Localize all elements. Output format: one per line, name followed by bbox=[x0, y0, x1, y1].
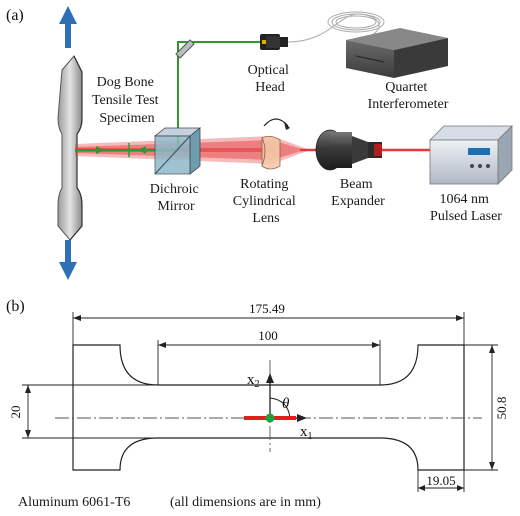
fiber-coil-icon bbox=[287, 11, 385, 51]
quartet-interferometer-icon bbox=[346, 28, 448, 78]
dim-gauge-length bbox=[157, 340, 381, 385]
axis-x1-label: x1 bbox=[300, 424, 313, 442]
axis-x2-letter: x bbox=[247, 372, 255, 388]
dim-gauge-width-value: 20 bbox=[8, 406, 23, 419]
panel-a-label: (a) bbox=[6, 7, 24, 24]
lens-label-line-3: Lens bbox=[252, 211, 279, 226]
upward-load-arrow-icon bbox=[59, 6, 77, 48]
specimen-label-line-3: Specimen bbox=[99, 111, 154, 126]
axis-x2-label: x2 bbox=[247, 372, 260, 390]
optical-head-label-line-1: Optical bbox=[248, 63, 289, 78]
beam-expander-label: Beam Expander bbox=[331, 177, 385, 209]
optical-head-label: Optical Head bbox=[248, 63, 293, 95]
specimen-label: Dog Bone Tensile Test Specimen bbox=[92, 75, 162, 126]
beam-expander-icon bbox=[315, 129, 382, 171]
interferometer-label-line-2: Interferometer bbox=[368, 97, 449, 112]
expander-label-line-1: Beam bbox=[340, 177, 373, 192]
interferometer-label-line-1: Quartet bbox=[385, 80, 427, 95]
lens-label-line-2: Cylindrical bbox=[233, 194, 296, 209]
panel-b-label: (b) bbox=[6, 298, 25, 315]
specimen-label-line-1: Dog Bone bbox=[97, 75, 154, 90]
dichroic-mirror-label: Dichroic Mirror bbox=[150, 182, 202, 214]
rotation-arrowhead-icon bbox=[284, 122, 290, 130]
laser-label-line-2: Pulsed Laser bbox=[430, 209, 502, 224]
specimen-label-line-2: Tensile Test bbox=[92, 93, 159, 108]
angle-theta-label: θ bbox=[282, 396, 290, 412]
specimen-drawing bbox=[72, 344, 465, 471]
dim-grip-length bbox=[417, 470, 465, 492]
dim-grip-length-value: 19.05 bbox=[426, 473, 455, 488]
rotation-arrow-icon bbox=[263, 118, 289, 127]
fold-mirror-icon bbox=[175, 39, 195, 59]
dim-width bbox=[464, 344, 498, 471]
dog-bone-specimen bbox=[57, 55, 83, 241]
dichroic-mirror-icon bbox=[153, 127, 202, 175]
dim-width-value: 50.8 bbox=[494, 397, 509, 420]
pulsed-laser-icon bbox=[429, 125, 513, 185]
units-note: (all dimensions are in mm) bbox=[170, 495, 321, 510]
measurement-point-marker bbox=[265, 413, 275, 423]
probe-beam bbox=[75, 41, 266, 157]
axis-x1-letter: x bbox=[300, 424, 308, 440]
dim-gauge-length-value: 100 bbox=[258, 328, 278, 343]
axis-x1-subscript: 1 bbox=[308, 431, 313, 442]
cylindrical-lens-icon bbox=[261, 136, 281, 170]
optical-head-icon bbox=[260, 34, 288, 50]
dichroic-label-line-1: Dichroic bbox=[150, 182, 199, 197]
cylindrical-lens-label: Rotating Cylindrical Lens bbox=[233, 177, 300, 226]
lens-label-line-1: Rotating bbox=[240, 177, 288, 192]
downward-load-arrow-icon bbox=[59, 240, 77, 280]
dichroic-label-line-2: Mirror bbox=[157, 199, 195, 214]
axis-x2-subscript: 2 bbox=[255, 379, 260, 390]
pulsed-laser-label: 1064 nm Pulsed Laser bbox=[430, 192, 502, 224]
dim-total-length bbox=[72, 312, 465, 345]
expander-label-line-2: Expander bbox=[331, 194, 385, 209]
dim-total-length-value: 175.49 bbox=[249, 301, 285, 316]
material-caption: Aluminum 6061-T6 bbox=[18, 495, 130, 510]
dim-gauge-width bbox=[22, 384, 158, 439]
interferometer-label: Quartet Interferometer bbox=[368, 80, 449, 112]
optical-head-label-line-2: Head bbox=[255, 80, 285, 95]
laser-label-line-1: 1064 nm bbox=[440, 192, 490, 207]
